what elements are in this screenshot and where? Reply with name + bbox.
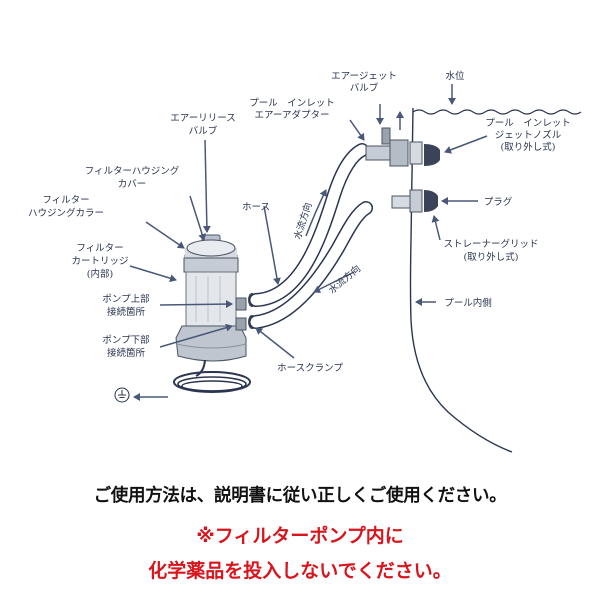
label-pool-inlet-jet-nozzle-2: ジェットノズル [495,129,562,141]
label-hose-clamp: ホースクランプ [277,363,343,374]
label-pool-inlet-adapter-2: エアーアダプター [254,109,329,121]
label-plug: プラグ [484,196,513,208]
label-filter-cartridge-3: (内部) [87,268,113,280]
label-air-jet-valve-2: バルブ [350,82,379,94]
diagram-labels: エアージェット バルブ 水位 プール インレット エアーアダプター プール イン… [28,70,571,374]
water-surface [412,109,582,115]
warning-line-1: ※フィルターポンプ内に [196,525,404,547]
label-air-jet-valve: エアージェット [331,71,397,82]
usage-note: ご使用方法は、説明書に従い正しくご使用ください。 [93,486,507,506]
label-pool-inlet-jet-nozzle: プール インレット [485,118,571,129]
warning-line-2: 化学薬品を投入しないでください。 [148,560,452,582]
label-filter-housing-cover-2: カバー [118,179,147,190]
label-filter-housing-collar: フィルター [42,195,89,206]
label-pool-inlet-adapter: プール インレット [249,98,335,109]
label-air-release-valve: エアーリリース [170,113,235,124]
label-pump-lower-connection-2: 接続箇所 [107,347,146,359]
hose [249,143,373,329]
ground-icon [114,387,130,403]
label-air-release-valve-2: バルブ [189,125,218,137]
label-strainer-grid-2: (取り外し式) [464,251,519,263]
strainer-assembly [391,189,438,213]
label-pool-inlet-jet-nozzle-3: (取り外し式) [501,141,556,153]
label-pool-inner-side: プール内側 [444,297,492,309]
label-pump-lower-connection: ポンプ下部 [102,334,149,346]
label-filter-cartridge-2: カートリッジ [71,256,128,267]
label-strainer-grid: ストレーナーグリッド [443,238,538,250]
pool-inlet-assembly [365,127,440,167]
leader-arrows [129,84,488,401]
label-pump-upper-connection-2: 接続箇所 [107,306,146,318]
filter-pump-diagram: エアージェット バルブ 水位 プール インレット エアーアダプター プール イン… [28,70,582,453]
flow-arrows [305,189,355,293]
filter-pump [173,234,251,393]
label-flow-direction-1: 水流方向 [291,201,314,241]
label-hose: ホース [242,202,270,213]
label-filter-cartridge: フィルター [76,243,123,254]
label-water-level: 水位 [445,70,465,82]
label-filter-housing-collar-2: ハウジングカラー [28,207,104,219]
label-pump-upper-connection: ポンプ上部 [102,293,149,305]
label-filter-housing-cover: フィルターハウジング [85,165,180,177]
